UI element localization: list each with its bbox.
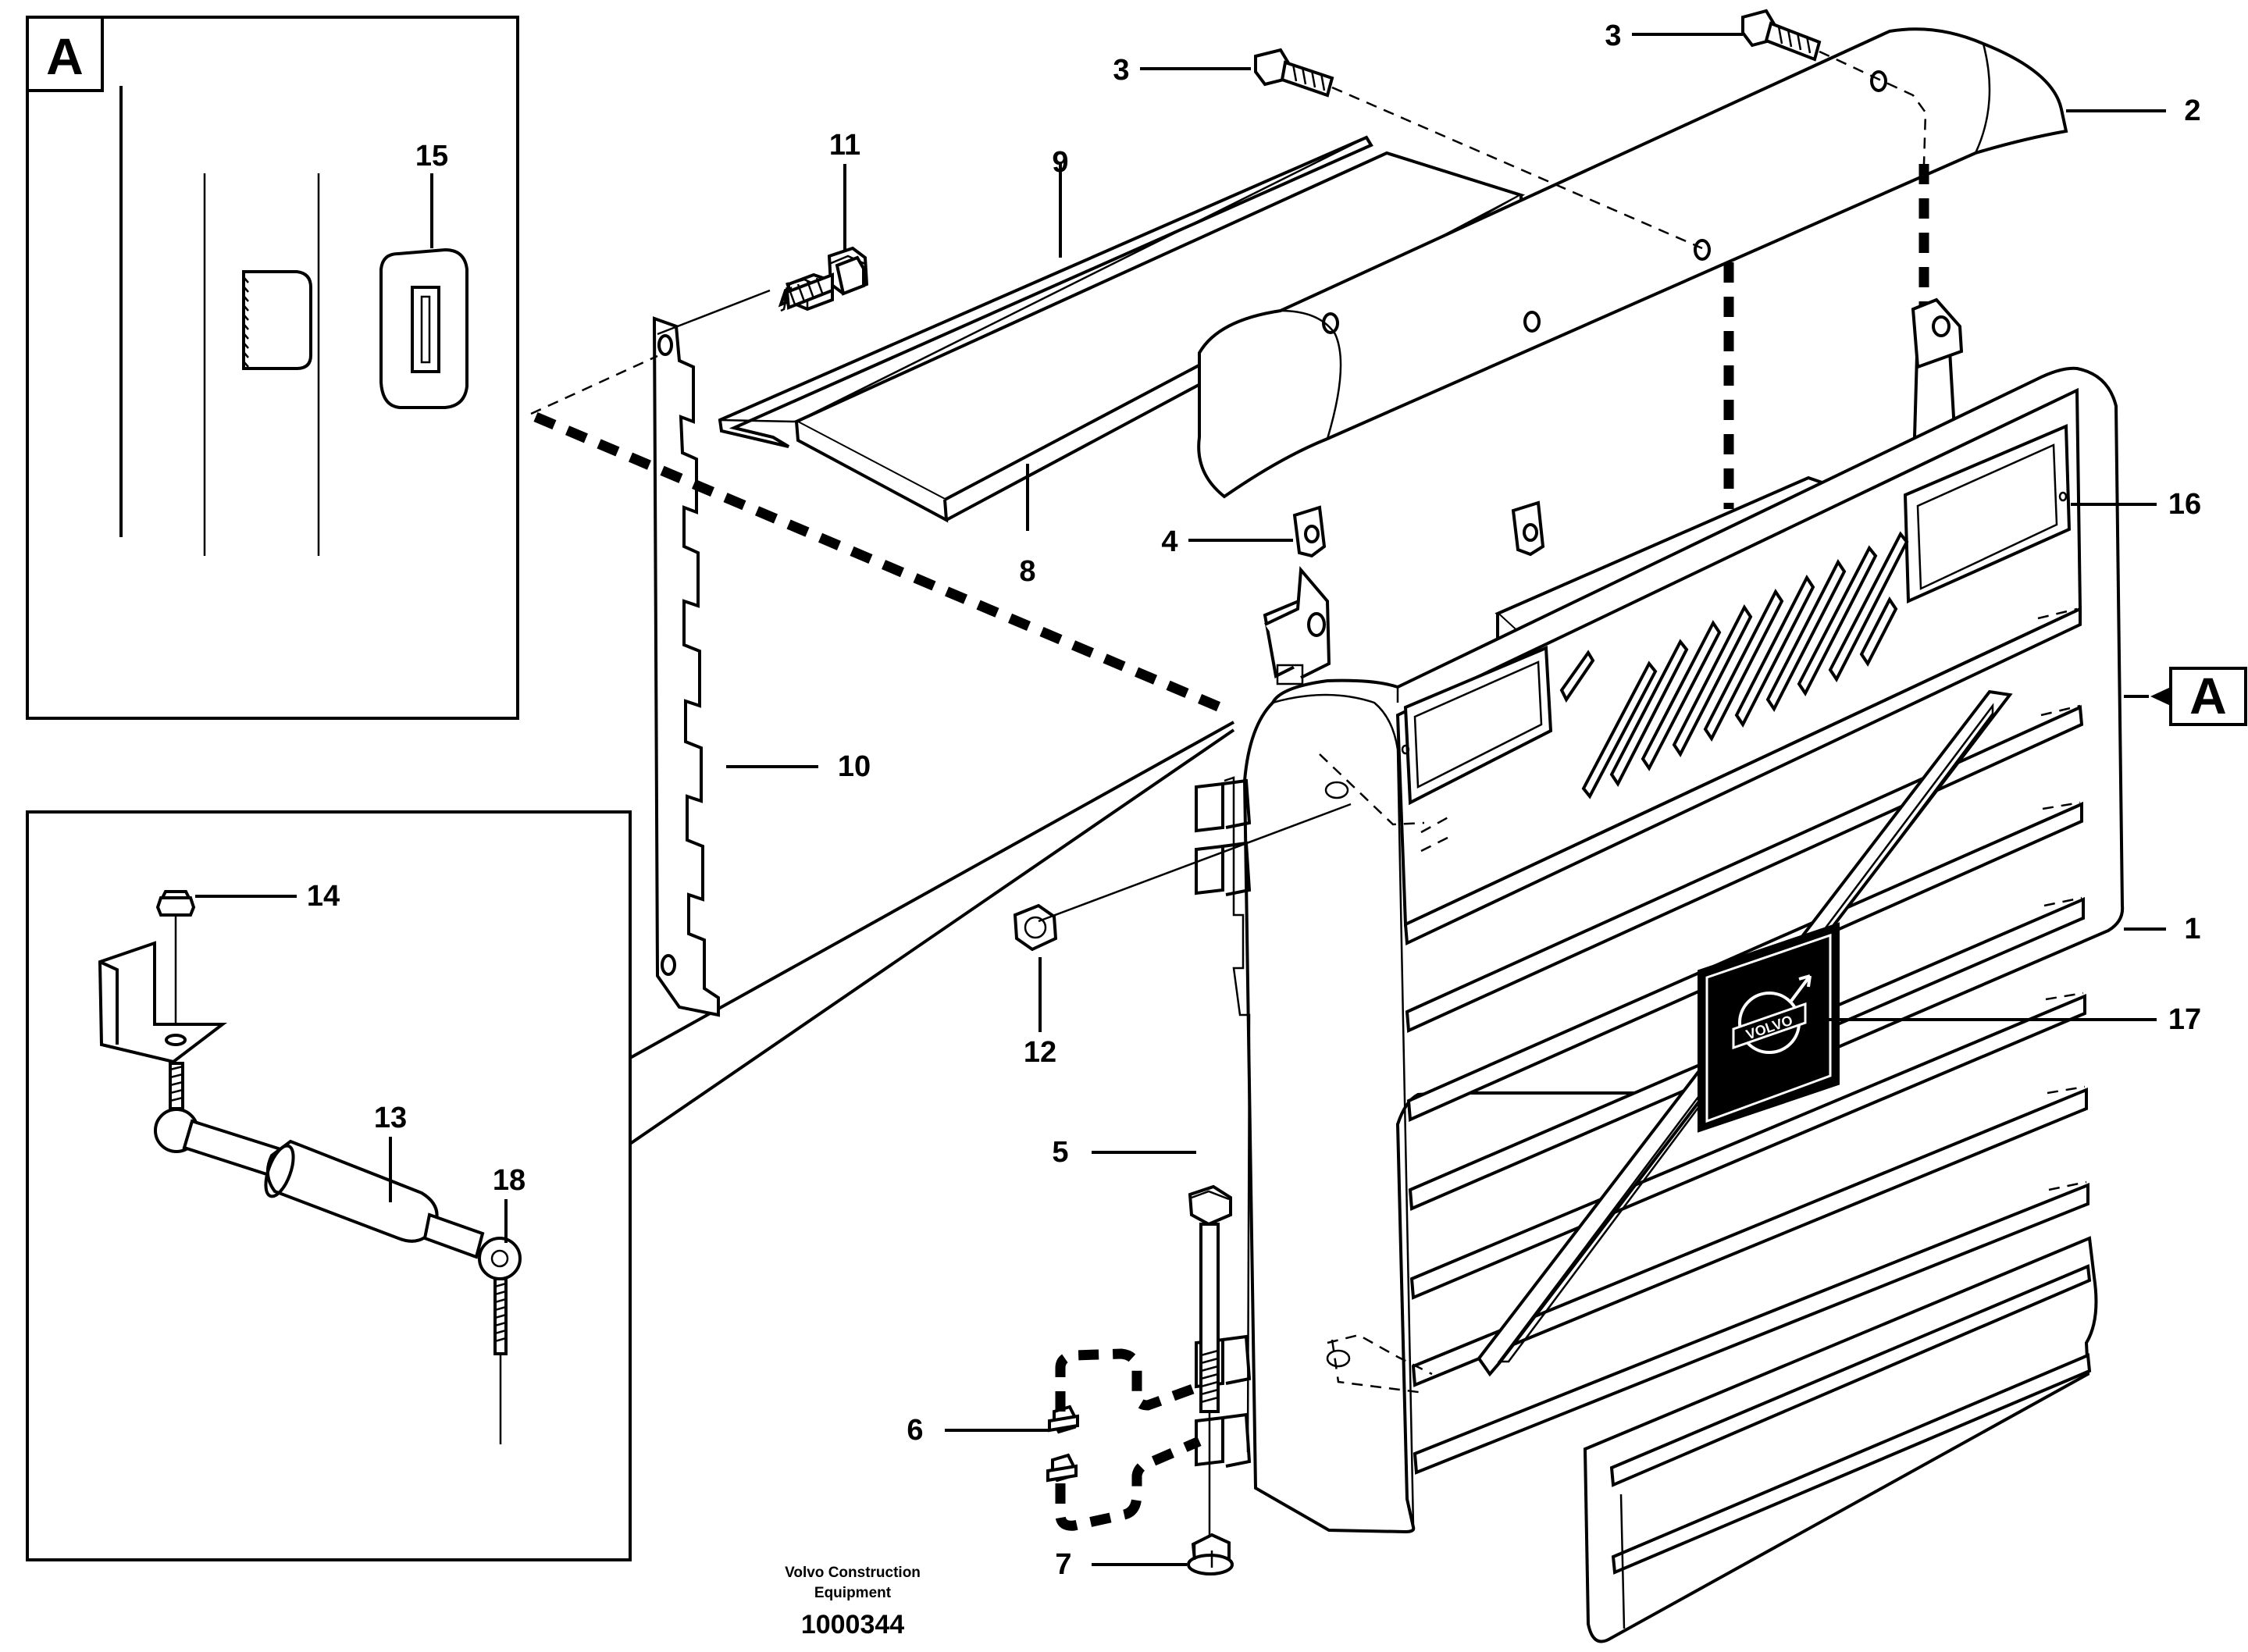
part-label-7: 7 (1055, 1548, 1071, 1581)
part-1-grille-assembly: 16 (1195, 297, 2201, 1643)
footer-company-line1: Volvo Construction (785, 1565, 921, 1581)
part-label-13: 13 (374, 1102, 407, 1134)
footer-company-line2: Equipment (814, 1585, 892, 1601)
left-lamp (1401, 646, 1553, 806)
part-label-18: 18 (493, 1164, 525, 1197)
detail-view-gas-strut: 13 18 14 (26, 721, 1235, 1561)
part-label-15: 15 (415, 140, 448, 173)
detail-view-a: A 15 (26, 16, 519, 720)
part-label-4: 4 (1161, 525, 1177, 558)
part-5-long-bolt (1092, 1151, 1232, 1546)
footer: Volvo Construction Equipment 1000344 (785, 1565, 921, 1640)
mounting-bracket (98, 941, 227, 1064)
detail-box-label: A (46, 27, 84, 85)
part-label-14: 14 (307, 880, 340, 913)
rear-lower-panel (1583, 1236, 2098, 1643)
part-15-grommet (379, 173, 468, 409)
part-label-16: 16 (2168, 488, 2201, 521)
callout-a-marker: A (2124, 667, 2247, 726)
part-16-right-lamp (1903, 424, 2157, 604)
part-label-9: 9 (1052, 146, 1068, 179)
part-label-8: 8 (1019, 555, 1035, 588)
part-label-2: 2 (2184, 94, 2200, 127)
part-label-6: 6 (907, 1414, 923, 1447)
part-label-3-left: 3 (1113, 54, 1129, 87)
part-17-badge: VOLVO (1477, 689, 2157, 1377)
part-label-11: 11 (829, 129, 860, 162)
part-10-side-strip (652, 316, 818, 1017)
part-18-bolt (493, 1199, 508, 1444)
part-11-bolt (778, 164, 869, 312)
part-7-flange-nut (1092, 1533, 1234, 1575)
part-3-bolt-left (1140, 48, 1334, 98)
part-13-gas-strut (154, 1108, 522, 1280)
part-12-nut (1013, 803, 1352, 1032)
threaded-stud (169, 1062, 184, 1110)
part-label-5: 5 (1052, 1136, 1068, 1169)
part-label-10: 10 (838, 750, 871, 783)
part-6-washers (945, 1348, 1202, 1531)
footer-doc-number: 1000344 (801, 1610, 904, 1640)
part-label-3-right: 3 (1605, 20, 1621, 52)
part-label-1: 1 (2184, 913, 2200, 945)
part-3-bolt-right (1632, 9, 1822, 62)
part-14-nut (155, 890, 297, 1040)
part-2-top-cover (1197, 27, 2166, 499)
clip-part (242, 270, 312, 370)
callout-a-label: A (2189, 667, 2227, 725)
part-4-clips (1188, 500, 1545, 558)
part-label-12: 12 (1024, 1036, 1056, 1069)
vent-slots (1559, 531, 1909, 799)
part-label-17: 17 (2168, 1003, 2201, 1036)
